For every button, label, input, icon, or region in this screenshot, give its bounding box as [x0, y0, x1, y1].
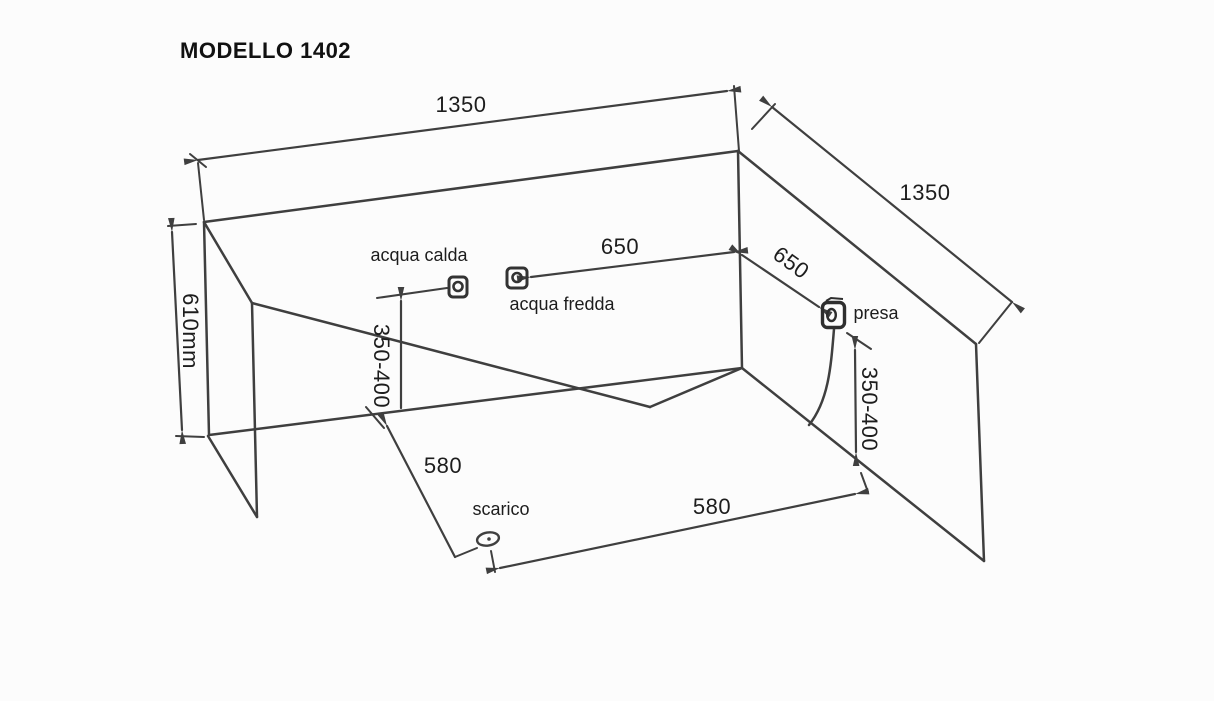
drain-hole-icon — [475, 531, 501, 547]
label-hot-water: acqua calda — [370, 245, 468, 265]
tub-wall-outlines — [202, 149, 986, 563]
dim-socket-height: 350-400 — [857, 366, 882, 452]
dim-hot-water-height: 350-400 — [369, 323, 394, 409]
drawing-title: MODELLO 1402 — [180, 38, 352, 63]
socket-cable-line — [807, 327, 836, 427]
cold-water-outlet-icon — [505, 266, 529, 290]
label-drain: scarico — [472, 499, 530, 519]
dim-drain-offset-left: 580 — [423, 453, 463, 478]
dimension-lines — [167, 85, 1025, 575]
power-socket-icon — [820, 296, 847, 330]
dim-drain-offset-right: 580 — [692, 494, 732, 519]
label-cold-water: acqua fredda — [509, 294, 615, 314]
label-socket: presa — [853, 303, 899, 323]
hot-water-outlet-icon — [447, 275, 469, 299]
dim-cold-water-to-corner: 650 — [600, 234, 640, 259]
dim-top-width: 1350 — [435, 92, 487, 117]
extension-ticks-leaders — [167, 85, 1013, 573]
dim-left-height: 610mm — [178, 293, 203, 369]
dim-right-width: 1350 — [899, 180, 951, 205]
